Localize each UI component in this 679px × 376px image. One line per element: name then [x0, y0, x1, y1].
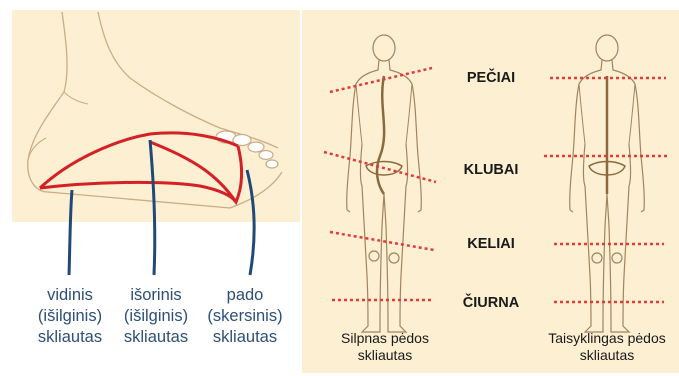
- arch-label-transverse: pado (skersinis) skliautas: [198, 285, 292, 348]
- region-label-ankles: ČIURNA: [446, 295, 536, 311]
- transverse-arch-line: [150, 142, 242, 202]
- arch-label-line: pado: [198, 285, 292, 306]
- spine-curve: [377, 76, 384, 194]
- arch-label-line: (skersinis): [198, 306, 292, 327]
- caption-line: Silpnas pėdos: [330, 330, 440, 347]
- ankle-outline: [64, 92, 88, 104]
- region-label-shoulders: PEČIAI: [446, 70, 536, 86]
- caption-line: skliautas: [330, 347, 440, 364]
- caption-line: skliautas: [542, 347, 672, 364]
- posture-panel: PEČIAI KLUBAI KELIAI ČIURNA Silpnas pėdo…: [302, 10, 679, 373]
- toes: [216, 131, 278, 168]
- knee-left: [369, 251, 379, 261]
- arch-label-line: vidinis: [24, 285, 116, 306]
- knee-left: [592, 253, 602, 263]
- figure-correct-arch: [570, 35, 645, 332]
- arch-label-lateral: išorinis (išilginis) skliautas: [110, 285, 202, 348]
- pointer-medial: [69, 190, 72, 275]
- arch-label-line: skliautas: [24, 327, 116, 348]
- toe-4: [259, 151, 273, 160]
- arch-label-line: skliautas: [198, 327, 292, 348]
- caption-correct-arch: Taisyklingas pėdos skliautas: [542, 330, 672, 364]
- lateral-arch-line: [40, 182, 236, 202]
- foot-top-outline: [98, 12, 278, 148]
- caption-line: Taisyklingas pėdos: [542, 330, 672, 347]
- shoulder-line-weak: [330, 68, 432, 92]
- arch-label-line: (išilginis): [24, 306, 116, 327]
- toe-3: [248, 142, 264, 152]
- caption-weak-arch: Silpnas pėdos skliautas: [330, 330, 440, 364]
- pointer-lateral: [150, 140, 155, 275]
- medial-arch-line: [40, 133, 238, 188]
- arch-label-line: skliautas: [110, 327, 202, 348]
- arch-label-line: išorinis: [110, 285, 202, 306]
- arch-label-line: (išilginis): [110, 306, 202, 327]
- knee-right: [389, 253, 399, 263]
- posture-illustration: [302, 10, 679, 373]
- sole-front-outline: [230, 172, 282, 208]
- region-label-knees: KELIAI: [446, 236, 536, 252]
- region-label-hips: KLUBAI: [446, 162, 536, 178]
- knee-right: [612, 253, 622, 263]
- foot-arch-panel: vidinis (išilginis) skliautas išorinis (…: [0, 0, 300, 376]
- pointer-transverse: [247, 170, 254, 275]
- foot-outline: [28, 12, 230, 208]
- toe-5: [266, 160, 278, 168]
- arch-label-medial: vidinis (išilginis) skliautas: [24, 285, 116, 348]
